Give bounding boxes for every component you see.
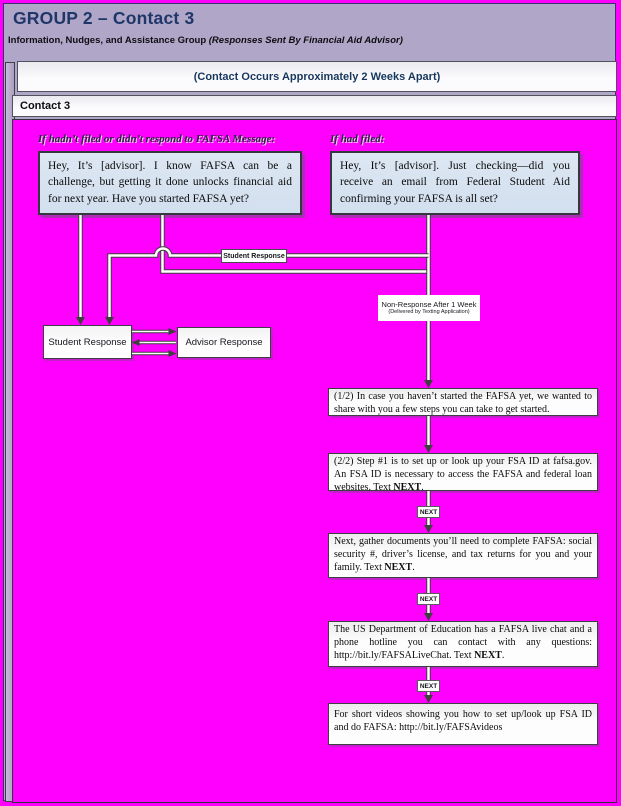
step-4-bold: NEXT — [474, 650, 502, 661]
edge-label-next-1: NEXT — [417, 506, 440, 518]
step-box-3: Next, gather documents you’ll need to co… — [328, 533, 598, 578]
step-2-post: . — [421, 482, 424, 491]
contact-header-band: Contact 3 — [12, 95, 617, 117]
non-response-title: Non-Response After 1 Week — [381, 299, 477, 309]
step-3-bold: NEXT — [384, 562, 413, 573]
non-response-subtitle: (Delivered by Texting Application) — [388, 309, 470, 316]
step-3-text: Next, gather documents you’ll need to co… — [334, 536, 592, 573]
edge-label-non-response: Non-Response After 1 Week (Delivered by … — [378, 295, 480, 321]
subtitle-note: (Responses Sent By Financial Aid Advisor… — [208, 35, 403, 46]
page-subtitle: Information, Nudges, and Assistance Grou… — [8, 35, 403, 46]
step-1-text: (1/2) In case you haven’t started the FA… — [334, 391, 592, 415]
advisor-response-node: Advisor Response — [177, 327, 271, 358]
page-title: GROUP 2 – Contact 3 — [13, 8, 195, 28]
step-box-1: (1/2) In case you haven’t started the FA… — [328, 388, 598, 416]
edge-label-next-2: NEXT — [417, 593, 440, 605]
step-2-text: (2/2) Step #1 is to set up or look up yo… — [334, 456, 592, 491]
message-box-not-filed: Hey, It’s [advisor]. I know FAFSA can be… — [38, 151, 302, 215]
edge-label-next-3: NEXT — [417, 680, 440, 692]
step-3-post: . — [412, 562, 415, 573]
student-response-node: Student Response — [43, 325, 132, 359]
step-box-5: For short videos showing you how to set … — [328, 703, 598, 745]
step-box-2: (2/2) Step #1 is to set up or look up yo… — [328, 453, 598, 491]
step-4-text: The US Department of Education has a FAF… — [334, 624, 592, 661]
subtitle-group-name: Information, Nudges, and Assistance Grou… — [8, 35, 209, 46]
edge-label-student-response: Student Response — [221, 249, 287, 263]
step-5-text: For short videos showing you how to set … — [334, 709, 592, 733]
step-2-bold: NEXT — [393, 482, 422, 491]
step-box-4: The US Department of Education has a FAF… — [328, 621, 598, 667]
step-4-post: . — [501, 650, 505, 661]
condition-label-left: If hadn’t filed or didn’t respond to FAF… — [38, 133, 276, 145]
condition-label-right: If had filed: — [330, 133, 385, 145]
message-box-had-filed: Hey, It’s [advisor]. Just checking—did y… — [330, 151, 580, 215]
timing-note-band: (Contact Occurs Approximately 2 Weeks Ap… — [17, 61, 617, 92]
